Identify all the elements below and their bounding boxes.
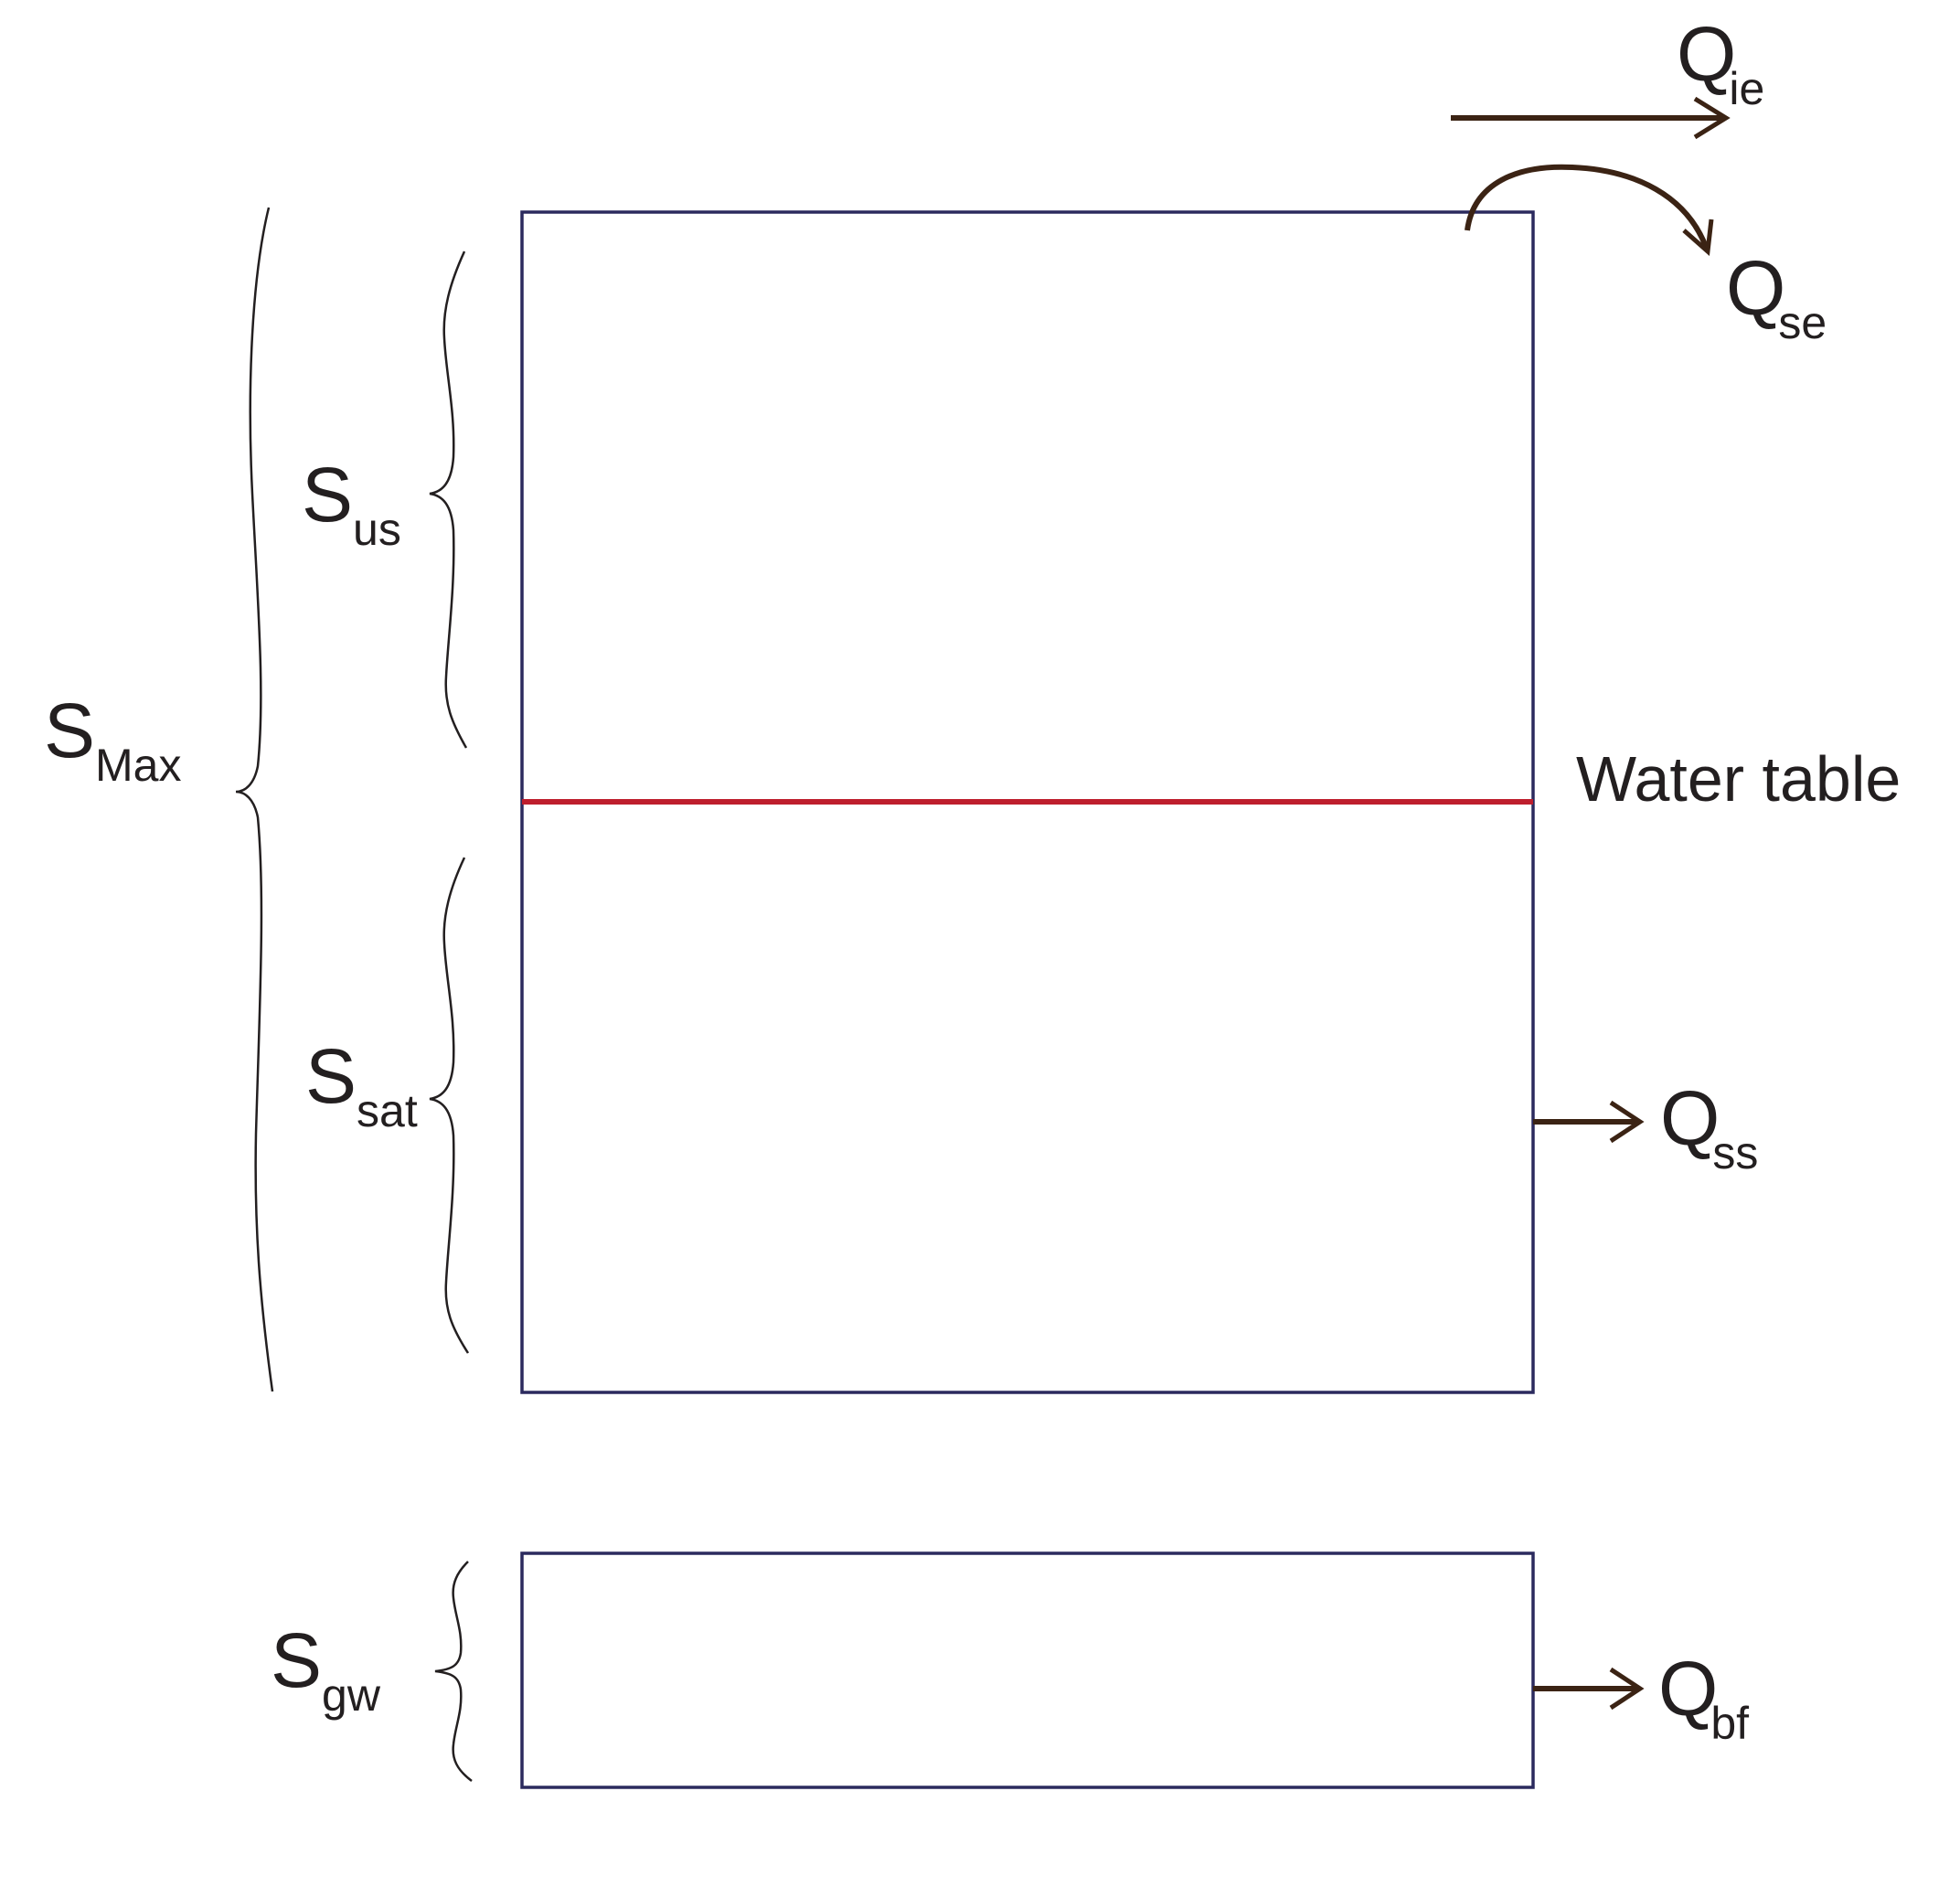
q-ss-label: Qss (1660, 1075, 1758, 1178)
s-max-brace (235, 207, 274, 1392)
s-max-label: SMax (44, 688, 182, 791)
s-sat-brace (429, 857, 470, 1354)
q-ie-arrow (1451, 96, 1731, 140)
s-us-label: Sus (302, 452, 401, 555)
q-ie-label: Qie (1677, 11, 1764, 114)
water-table-label: Water table (1576, 743, 1901, 815)
s-gw-label: Sgw (271, 1617, 381, 1721)
groundwater-box (520, 1551, 1535, 1789)
q-se-arrow (1465, 164, 1714, 257)
s-sat-label: Ssat (305, 1033, 418, 1136)
q-bf-label: Qbf (1658, 1646, 1749, 1749)
s-gw-brace (434, 1561, 473, 1782)
q-ss-arrow (1533, 1100, 1645, 1144)
q-bf-arrow (1533, 1667, 1645, 1711)
s-us-brace (429, 251, 468, 749)
q-se-label: Qse (1726, 245, 1827, 348)
